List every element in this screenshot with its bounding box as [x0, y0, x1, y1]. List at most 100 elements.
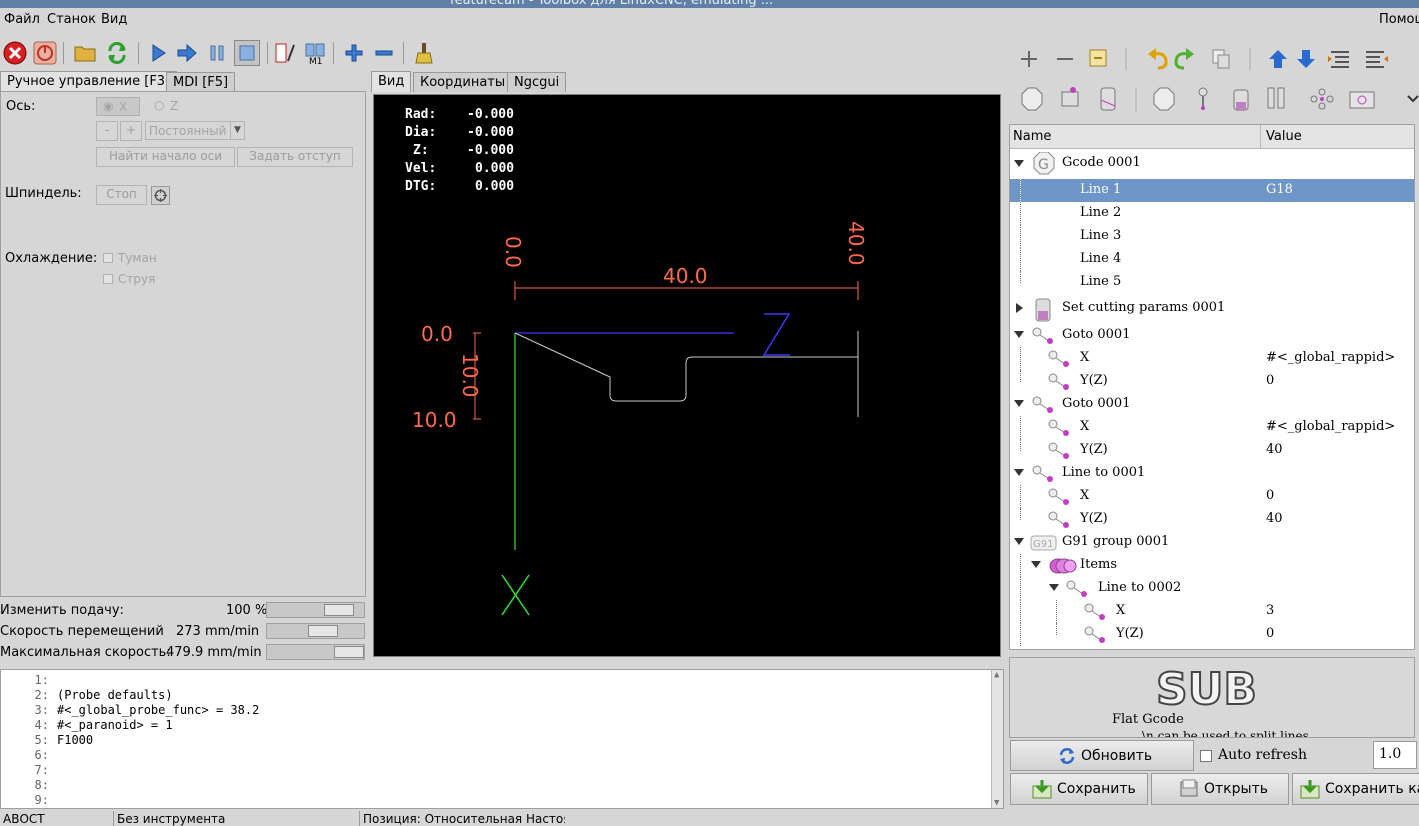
feature-tree[interactable]: Name Value G Gcode 0001 Line 1 G18 Line …: [1009, 124, 1415, 650]
tree-row[interactable]: X 0: [1010, 485, 1414, 508]
column-value-header[interactable]: Value: [1266, 129, 1302, 144]
svg-text:M1: M1: [309, 57, 323, 65]
tool-icon[interactable]: [1101, 88, 1115, 110]
reload-button[interactable]: [104, 40, 130, 66]
feed-override-slider[interactable]: [266, 602, 365, 618]
menu-machine[interactable]: Станок: [47, 12, 96, 27]
duplicate-icon[interactable]: [1090, 50, 1106, 66]
jog-speed-slider[interactable]: [266, 623, 365, 639]
mist-checkbox[interactable]: [103, 253, 113, 263]
pattern-icon[interactable]: [1311, 89, 1333, 109]
tree-row[interactable]: Set cutting params 0001: [1010, 297, 1414, 320]
dim-ten-left-text: 10.0: [412, 408, 457, 432]
move-up-icon[interactable]: [1269, 50, 1287, 68]
optional-stop-button[interactable]: M1: [302, 40, 328, 66]
block-delete-button[interactable]: [272, 40, 298, 66]
copy-icon[interactable]: [1213, 50, 1229, 68]
undo-icon[interactable]: [1148, 48, 1166, 68]
tree-row[interactable]: Goto 0001: [1010, 393, 1414, 416]
tree-row[interactable]: Y(Z) 40: [1010, 439, 1414, 462]
tree-row[interactable]: X 3: [1010, 600, 1414, 623]
tree-row[interactable]: Y(Z) 0: [1010, 623, 1414, 646]
auto-refresh-checkbox[interactable]: [1200, 750, 1212, 762]
scroll-down-icon[interactable]: ▼: [994, 798, 999, 808]
mill-icon[interactable]: [1234, 90, 1248, 110]
flood-checkbox[interactable]: [103, 274, 113, 284]
zoom-in-button[interactable]: [341, 40, 367, 66]
move-down-icon[interactable]: [1297, 50, 1315, 68]
home-axis-button[interactable]: Найти начало оси: [96, 147, 235, 167]
power-button[interactable]: [32, 40, 58, 66]
expander-icon: [1014, 160, 1024, 167]
slider-knob[interactable]: [324, 604, 354, 616]
group-icon[interactable]: [1154, 88, 1174, 110]
tree-row[interactable]: Y(Z) 0: [1010, 370, 1414, 393]
unindent-icon[interactable]: [1366, 52, 1388, 67]
tab-ngcgui[interactable]: Ngcgui: [507, 72, 566, 92]
tree-row[interactable]: Items: [1010, 554, 1414, 577]
gcode-feature-icon[interactable]: [1022, 88, 1042, 110]
slider-knob[interactable]: [308, 625, 338, 637]
refresh-interval-spinbox[interactable]: 1.0: [1373, 741, 1417, 769]
drill-icon[interactable]: [1199, 88, 1207, 110]
clear-plot-button[interactable]: [411, 40, 437, 66]
chevron-down-icon[interactable]: [1408, 96, 1418, 101]
tree-row[interactable]: Line 5: [1010, 271, 1414, 294]
tree-row[interactable]: Line 2: [1010, 202, 1414, 225]
touch-off-button[interactable]: Задать отступ: [237, 147, 353, 167]
estop-button[interactable]: [2, 40, 28, 66]
axis-x-radio[interactable]: ◉ X: [96, 97, 140, 116]
open-file-button[interactable]: [72, 40, 98, 66]
column-name-header[interactable]: Name: [1013, 129, 1051, 144]
run-button[interactable]: [145, 40, 171, 66]
tree-row[interactable]: X #<_global_rappid>: [1010, 416, 1414, 439]
tree-row[interactable]: Line 4: [1010, 248, 1414, 271]
axis-z-radio[interactable]: ○ Z: [152, 97, 192, 116]
save-as-button[interactable]: Сохранить как: [1292, 773, 1419, 805]
max-velocity-slider[interactable]: [266, 644, 365, 660]
indent-icon[interactable]: [1328, 52, 1349, 67]
spindle-stop-button[interactable]: Стоп: [96, 185, 147, 205]
tree-row[interactable]: Line 1 G18: [1010, 179, 1414, 202]
tree-row[interactable]: Line to 0001: [1010, 462, 1414, 485]
tree-row[interactable]: Goto 0001: [1010, 324, 1414, 347]
tree-row[interactable]: X #<_global_rappid>: [1010, 347, 1414, 370]
jog-mode-select[interactable]: Постоянный ▼: [145, 121, 245, 140]
tree-row[interactable]: G Gcode 0001: [1010, 152, 1414, 175]
menu-file[interactable]: Файл: [4, 12, 40, 27]
add-icon[interactable]: [1021, 51, 1037, 67]
jog-minus-button[interactable]: -: [96, 121, 118, 141]
scroll-up-icon[interactable]: ▲: [994, 670, 999, 680]
gcode-text-view[interactable]: 1: 2: (Probe defaults) 3: #<_global_prob…: [0, 669, 1004, 809]
spindle-direction-button[interactable]: [151, 186, 170, 205]
refresh-button[interactable]: Обновить: [1010, 740, 1194, 771]
tree-row[interactable]: Line to 0002: [1010, 577, 1414, 600]
pocket-icon[interactable]: [1350, 92, 1374, 108]
tree-row[interactable]: G91 G91 group 0001: [1010, 531, 1414, 554]
jog-plus-button[interactable]: +: [120, 121, 142, 141]
feature-title: Flat Gcode: [1112, 712, 1184, 727]
step-button[interactable]: [174, 40, 200, 66]
redo-icon[interactable]: [1176, 48, 1194, 68]
pause-button[interactable]: [204, 40, 230, 66]
tree-row[interactable]: Y(Z) 40: [1010, 508, 1414, 531]
slider-knob[interactable]: [334, 646, 364, 658]
tap-icon[interactable]: [1268, 88, 1284, 108]
plus-icon: [342, 41, 366, 65]
dro-dia-value: -0.000: [467, 125, 514, 140]
save-button[interactable]: Сохранить: [1010, 773, 1148, 805]
menu-help[interactable]: Помощь: [1379, 12, 1419, 27]
open-button[interactable]: Открыть: [1151, 773, 1289, 805]
toolpath-preview[interactable]: Rad: -0.000 Dia: -0.000 Z: -0.000 Vel: 0…: [373, 94, 1001, 657]
tab-mdi[interactable]: MDI [F5]: [166, 72, 235, 92]
tab-coordinates[interactable]: Координаты: [413, 72, 512, 92]
menu-view[interactable]: Вид: [101, 12, 127, 27]
tab-manual[interactable]: Ручное управление [F3]: [0, 71, 177, 92]
expander-icon: [1014, 331, 1024, 338]
stop-button[interactable]: [234, 40, 260, 66]
probe-icon[interactable]: [1062, 87, 1078, 106]
zoom-out-button[interactable]: [371, 40, 397, 66]
tree-row[interactable]: Line 3: [1010, 225, 1414, 248]
code-scrollbar[interactable]: ▲ ▼: [991, 670, 1003, 808]
tab-view[interactable]: Вид: [371, 71, 411, 92]
